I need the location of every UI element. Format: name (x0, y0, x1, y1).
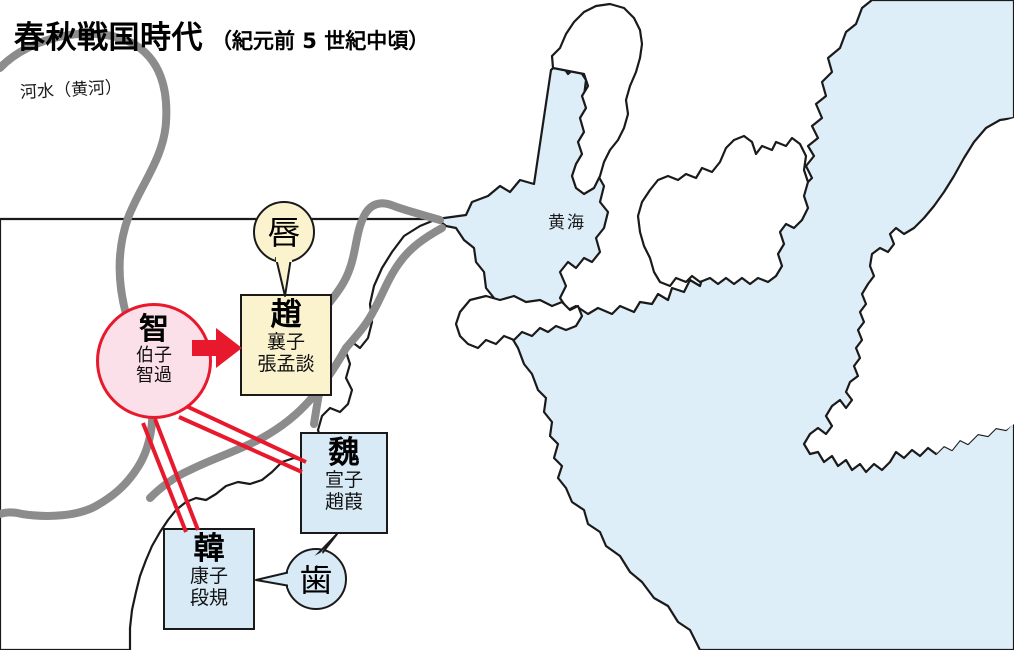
node-zhao-name: 趙 (270, 297, 302, 333)
river-label: 河水（黄河） (19, 77, 123, 103)
node-han-name: 韓 (193, 531, 225, 567)
node-zhi-name: 智 (139, 312, 169, 347)
figure-title: 春秋戦国時代 （紀元前 5 世紀中頃） (14, 12, 429, 57)
land-liaodong-peninsula (550, 2, 644, 196)
land-shandong-peninsula (636, 134, 810, 288)
node-zhao-line1: 襄子 (266, 331, 305, 354)
node-wei-line1: 宣子 (324, 469, 363, 492)
node-han-line2: 段規 (189, 586, 228, 609)
node-han[interactable]: 韓 康子 段規 (163, 528, 255, 630)
node-zhi-line1: 伯子 (136, 344, 172, 366)
node-zhi[interactable]: 智 伯子 智過 (96, 303, 212, 419)
land-shandong-south-notch (454, 294, 584, 350)
node-wei-name: 魏 (328, 435, 360, 471)
bubble-ha-text: 歯 (299, 559, 333, 599)
title-main: 春秋戦国時代 (14, 20, 203, 56)
sea-label: 黄海 (548, 213, 586, 233)
title-subtitle: （紀元前 5 世紀中頃） (211, 29, 430, 53)
node-wei-line2: 趙葭 (324, 490, 363, 513)
node-wei[interactable]: 魏 宣子 趙葭 (300, 432, 388, 534)
land-korea-east-inlet (936, 118, 1014, 454)
node-zhi-line2: 智過 (136, 364, 172, 386)
node-han-line1: 康子 (189, 565, 228, 588)
bubble-ha[interactable]: 歯 (285, 548, 347, 610)
node-zhao-line2: 張孟談 (257, 352, 315, 375)
node-zhao[interactable]: 趙 襄子 張孟談 (240, 294, 332, 396)
bubble-kuchibiru[interactable]: 唇 (253, 201, 315, 263)
bubble-kuchibiru-text: 唇 (267, 212, 301, 252)
river-branch-south (342, 224, 446, 352)
